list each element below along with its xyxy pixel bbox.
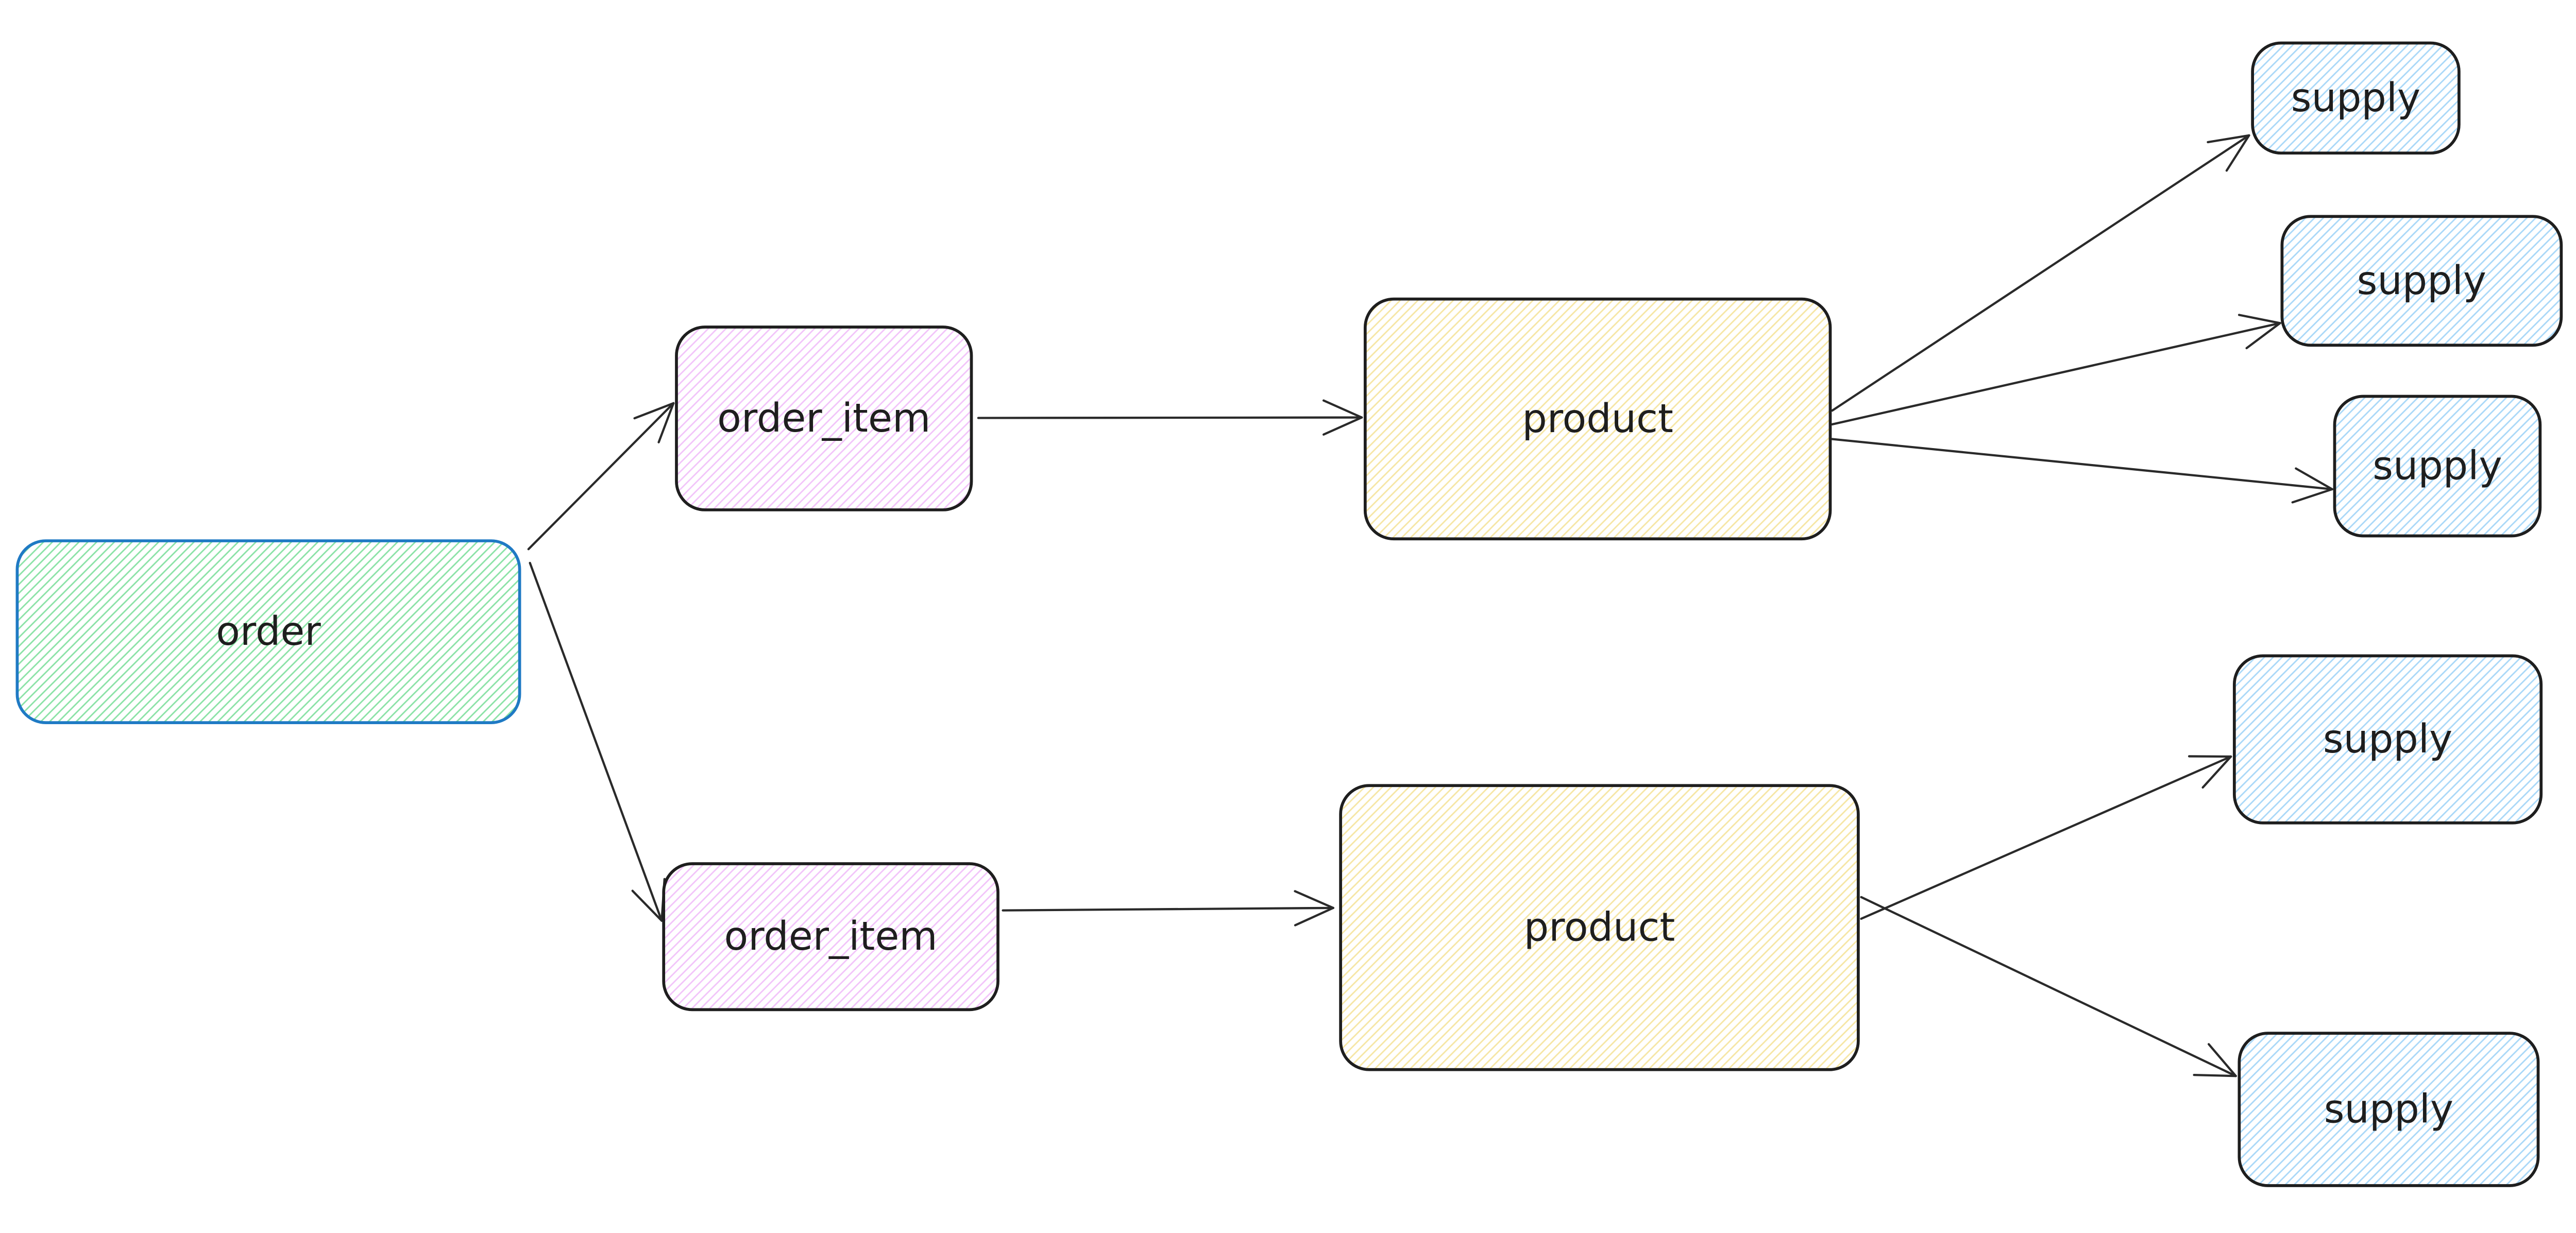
arrow-product-top-to-supply-2[interactable] — [1831, 314, 2281, 426]
arrow-product-bottom-to-supply-5[interactable] — [1860, 896, 2237, 1077]
node-shape — [2333, 395, 2542, 538]
arrow-shaft — [1831, 134, 2250, 412]
arrowhead-line — [2188, 755, 2232, 758]
edges-layer — [527, 134, 2333, 1077]
node-label: product — [1524, 905, 1675, 951]
node-label: supply — [2357, 258, 2486, 304]
arrow-shaft — [1831, 438, 2333, 491]
node-label: order_item — [717, 396, 930, 441]
node-label: order_item — [724, 914, 938, 960]
node-supply-1[interactable]: supply — [2251, 41, 2461, 155]
node-shape — [2280, 215, 2563, 347]
arrowhead-line — [1294, 890, 1334, 909]
arrow-shaft — [1831, 322, 2281, 426]
node-label: supply — [2323, 716, 2452, 762]
arrow-order-item-bottom-to-product-bottom[interactable] — [1002, 890, 1334, 927]
node-shape — [2251, 41, 2461, 155]
node-label: supply — [2372, 443, 2502, 489]
node-shape — [2238, 1032, 2540, 1187]
arrowhead-line — [2201, 755, 2232, 789]
arrowhead-line — [2225, 134, 2250, 172]
arrowhead-line — [1294, 906, 1334, 927]
arrowhead-line — [2295, 467, 2333, 491]
arrowhead-line — [2193, 1073, 2237, 1077]
arrow-product-top-to-supply-3[interactable] — [1831, 438, 2333, 504]
node-supply-3[interactable]: supply — [2333, 395, 2542, 538]
node-shape — [675, 326, 973, 511]
node-shape — [1363, 297, 1832, 541]
node-product-bottom[interactable]: product — [1339, 784, 1860, 1071]
node-supply-5[interactable]: supply — [2238, 1032, 2540, 1187]
arrowhead-line — [2207, 1043, 2237, 1077]
arrow-order-to-order-item-top[interactable] — [527, 402, 675, 551]
node-product-top[interactable]: product — [1363, 297, 1832, 541]
node-order[interactable]: order — [15, 539, 521, 724]
arrow-product-top-to-supply-1[interactable] — [1831, 134, 2250, 412]
arrowhead-line — [1322, 399, 1363, 419]
node-order-item-bottom[interactable]: order_item — [662, 862, 999, 1012]
arrow-shaft — [1002, 906, 1334, 912]
node-label: order — [216, 609, 321, 655]
arrowhead-line — [633, 402, 675, 420]
arrow-shaft — [529, 561, 663, 922]
arrow-order-item-top-to-product-top[interactable] — [977, 399, 1363, 436]
node-shape — [1339, 784, 1860, 1071]
node-shape — [2232, 654, 2543, 825]
arrow-shaft — [527, 402, 675, 551]
node-shape — [662, 862, 999, 1012]
nodes-layer: orderorder_itemorder_itemproductproducts… — [15, 41, 2563, 1187]
arrowhead-line — [631, 889, 663, 922]
arrow-product-bottom-to-supply-4[interactable] — [1860, 755, 2232, 920]
node-label: product — [1522, 396, 1673, 442]
arrowhead-line — [2238, 314, 2281, 324]
arrowhead-line — [657, 402, 675, 443]
node-supply-4[interactable]: supply — [2232, 654, 2543, 825]
node-shape — [15, 539, 521, 724]
arrow-order-to-order-item-bottom[interactable] — [529, 561, 666, 922]
arrowhead-line — [1322, 416, 1363, 436]
arrowhead-line — [2245, 322, 2281, 350]
node-order-item-top[interactable]: order_item — [675, 326, 973, 511]
arrowhead-line — [2207, 134, 2250, 144]
node-supply-2[interactable]: supply — [2280, 215, 2563, 347]
arrowhead-line — [2291, 488, 2333, 504]
arrow-shaft — [1860, 896, 2237, 1077]
node-label: supply — [2324, 1087, 2453, 1133]
arrow-shaft — [1860, 755, 2232, 920]
node-label: supply — [2291, 75, 2420, 121]
